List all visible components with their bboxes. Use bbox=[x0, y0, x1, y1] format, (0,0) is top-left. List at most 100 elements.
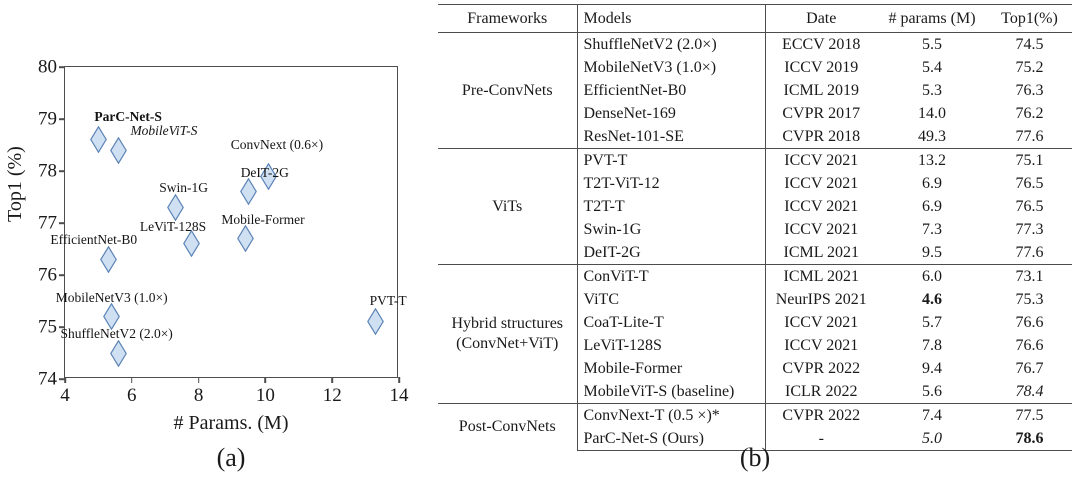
data-point-label: MobileNetV3 (1.0×) bbox=[55, 289, 168, 305]
y-tick-label: 77 bbox=[38, 212, 57, 234]
framework-cell: Pre-ConvNets bbox=[438, 32, 578, 149]
data-point-label: ShuffleNetV2 (2.0×) bbox=[60, 326, 173, 341]
date-cell: CVPR 2022 bbox=[765, 403, 877, 427]
top1-cell: 76.6 bbox=[1015, 337, 1044, 354]
y-tick-label: 76 bbox=[38, 264, 57, 286]
model-cell: T2T-T bbox=[577, 195, 766, 218]
data-point-marker[interactable] bbox=[89, 126, 107, 154]
params-cell: 14.0 bbox=[918, 105, 946, 122]
y-tick-mark bbox=[59, 170, 65, 172]
header-params: # params (M) bbox=[888, 10, 976, 27]
data-point-marker[interactable] bbox=[240, 178, 258, 206]
data-point-marker[interactable] bbox=[110, 136, 127, 164]
date-cell: CVPR 2022 bbox=[782, 360, 861, 377]
header-date: Date bbox=[806, 10, 837, 27]
data-point-marker[interactable] bbox=[100, 245, 117, 273]
params-cell: 5.4 bbox=[922, 59, 942, 76]
date-cell: ICCV 2021 bbox=[784, 175, 859, 192]
data-point-marker[interactable] bbox=[103, 303, 121, 331]
y-tick-label: 80 bbox=[38, 56, 57, 78]
date-cell: ICML 2021 bbox=[783, 244, 859, 261]
y-tick-label: 78 bbox=[38, 160, 57, 182]
params-cell: 49.3 bbox=[918, 128, 946, 145]
top1-cell: 75.1 bbox=[987, 148, 1072, 172]
date-cell: ECCV 2018 bbox=[765, 32, 877, 56]
top1-cell: 78.4 bbox=[1015, 383, 1044, 400]
framework-cell: Hybrid structures(ConvNet+ViT) bbox=[438, 264, 578, 404]
model-cell: PVT-T bbox=[577, 148, 766, 172]
params-cell: 6.9 bbox=[922, 198, 942, 215]
model-cell: Swin-1G bbox=[577, 218, 766, 241]
data-point-marker[interactable] bbox=[367, 308, 385, 336]
data-point-marker[interactable] bbox=[236, 225, 254, 253]
top1-cell: 73.1 bbox=[987, 264, 1072, 288]
header-frameworks: Frameworks bbox=[438, 4, 578, 33]
data-point-marker[interactable] bbox=[166, 193, 184, 221]
model-cell: CoaT-Lite-T bbox=[577, 311, 766, 334]
date-cell: CVPR 2017 bbox=[782, 105, 861, 122]
x-tick-mark bbox=[197, 377, 200, 383]
date-cell: NeurIPS 2021 bbox=[775, 291, 867, 308]
params-cell: 9.5 bbox=[922, 244, 942, 261]
params-cell: 5.3 bbox=[922, 82, 942, 99]
params-cell: 7.8 bbox=[922, 337, 942, 354]
x-tick-mark bbox=[64, 377, 66, 383]
data-point-marker[interactable] bbox=[260, 162, 278, 190]
params-cell: 4.6 bbox=[922, 291, 942, 308]
data-point-marker[interactable] bbox=[110, 339, 127, 367]
params-cell: 7.4 bbox=[877, 403, 987, 427]
model-cell: MobileViT-S (baseline) bbox=[577, 380, 766, 404]
y-tick-mark bbox=[59, 326, 65, 328]
params-cell: 6.9 bbox=[922, 175, 942, 192]
date-cell: ICCV 2021 bbox=[784, 314, 859, 331]
y-axis-title: Top1 (%) bbox=[4, 146, 26, 222]
date-cell: ICLR 2022 bbox=[785, 383, 858, 400]
x-tick-mark bbox=[131, 377, 133, 383]
model-cell: T2T-ViT-12 bbox=[577, 172, 766, 195]
framework-cell: Post-ConvNets bbox=[438, 403, 578, 451]
date-cell: CVPR 2018 bbox=[782, 128, 861, 145]
data-point-label: ParC-Net-S bbox=[94, 108, 162, 124]
data-point-label: DeIT-2G bbox=[240, 164, 289, 180]
params-cell: 5.7 bbox=[922, 314, 942, 331]
y-tick-label: 75 bbox=[38, 316, 57, 338]
model-cell: ViTC bbox=[577, 288, 766, 311]
x-tick-mark bbox=[331, 377, 333, 383]
header-models: Models bbox=[577, 4, 766, 33]
top1-cell: 76.2 bbox=[1015, 105, 1044, 122]
figure-a-caption: (a) bbox=[216, 443, 246, 472]
params-cell: 6.0 bbox=[877, 264, 987, 288]
date-cell: ICCV 2021 bbox=[784, 221, 859, 238]
top1-cell: 76.7 bbox=[1015, 360, 1044, 377]
params-cell: 7.3 bbox=[922, 221, 942, 238]
framework-cell: ViTs bbox=[438, 148, 578, 265]
table-header-row: Frameworks Models Date # params (M) Top1… bbox=[438, 4, 1072, 33]
top1-cell: 77.6 bbox=[1015, 244, 1044, 261]
x-axis-title: # Params. (M) bbox=[173, 412, 289, 434]
x-tick-label: 4 bbox=[60, 385, 70, 406]
y-tick-mark bbox=[59, 274, 65, 276]
data-point-marker[interactable] bbox=[183, 230, 201, 258]
top1-cell: 74.5 bbox=[987, 32, 1072, 56]
